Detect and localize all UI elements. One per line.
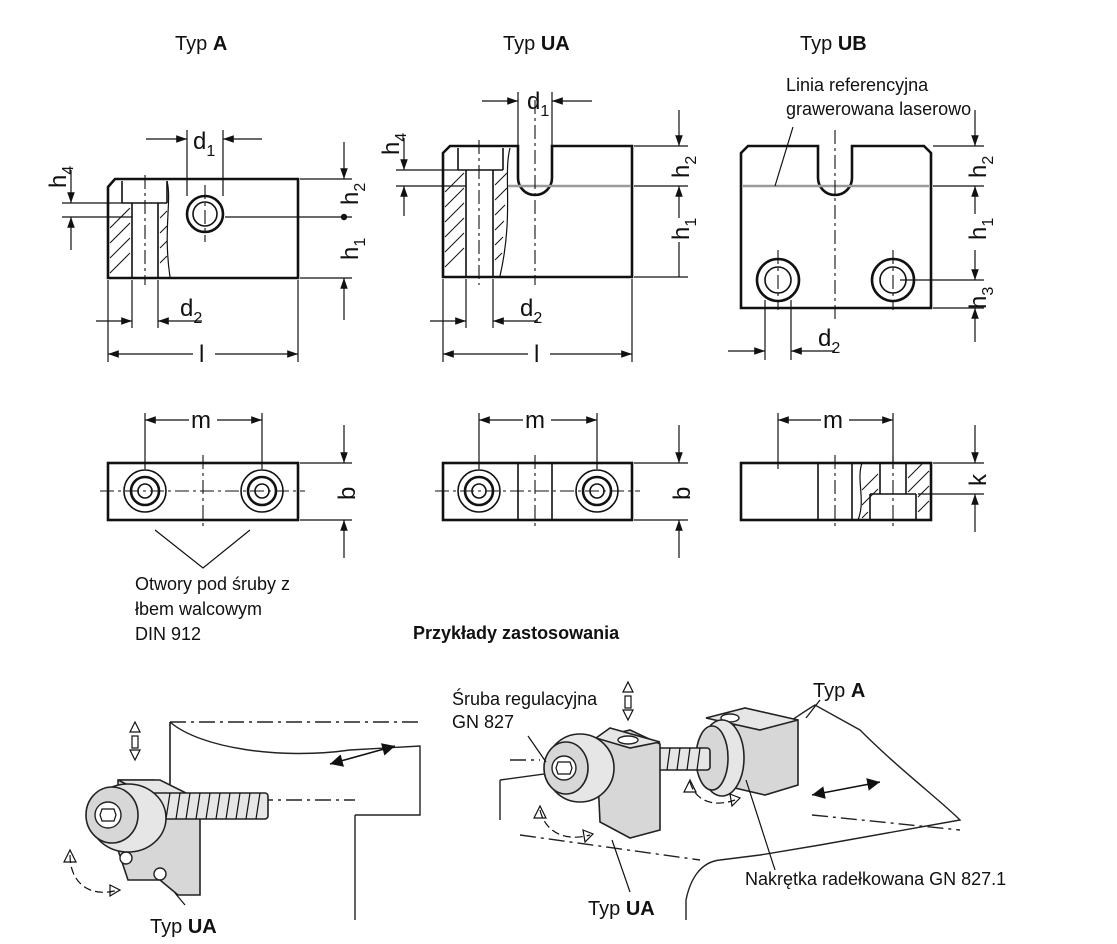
svg-text:h1: h1 xyxy=(337,238,369,260)
svg-text:m: m xyxy=(191,407,211,434)
svg-text:h4: h4 xyxy=(378,133,410,155)
type-a-top-view: m b xyxy=(100,406,361,569)
svg-text:d1: d1 xyxy=(193,128,215,160)
type-ub-dimensions: Linia referencyjna grawerowana laserowo … xyxy=(728,75,997,360)
svg-text:l: l xyxy=(199,341,204,368)
type-a-header: Typ A xyxy=(175,33,227,55)
svg-text:h2: h2 xyxy=(337,183,369,205)
type-ub-front-view xyxy=(739,130,933,320)
holes-label-2: łbem walcowym xyxy=(135,599,262,619)
screw-label-1: Śruba regulacyjna xyxy=(452,688,598,709)
svg-text:h4: h4 xyxy=(45,166,77,188)
type-ua-header: Typ UA xyxy=(503,33,570,55)
example-left-illustration xyxy=(63,720,421,920)
type-ua-dimensions: d1 h4 h2 h1 d2 l xyxy=(378,88,700,368)
type-ua-front-view xyxy=(441,100,634,285)
svg-text:h1: h1 xyxy=(668,218,700,240)
svg-text:h2: h2 xyxy=(668,156,700,178)
svg-text:b: b xyxy=(334,487,361,500)
svg-text:m: m xyxy=(525,407,545,434)
svg-text:h2: h2 xyxy=(965,156,997,178)
svg-text:h1: h1 xyxy=(965,218,997,240)
svg-text:m: m xyxy=(823,407,843,434)
svg-text:h3: h3 xyxy=(965,287,997,309)
type-a-dimensions: d1 h4 h2 h1 d2 l xyxy=(45,128,369,368)
reference-line-label: Linia referencyjna xyxy=(786,75,929,95)
svg-text:d2: d2 xyxy=(520,295,542,327)
holes-label-1: Otwory pod śruby z xyxy=(135,574,290,594)
knurled-nut-label: Nakrętka radełkowana GN 827.1 xyxy=(745,869,1006,889)
example-right-illustration xyxy=(499,680,962,920)
svg-text:l: l xyxy=(534,341,539,368)
svg-text:b: b xyxy=(669,487,696,500)
type-ub-top-view: m k xyxy=(739,406,992,532)
reference-line-label-2: grawerowana laserowo xyxy=(786,99,971,119)
example-mid-typ-ua: Typ UA xyxy=(588,898,655,920)
svg-text:d2: d2 xyxy=(818,325,840,357)
holes-label-3: DIN 912 xyxy=(135,624,201,644)
examples-title: Przykłady zastosowania xyxy=(413,623,620,643)
svg-text:k: k xyxy=(965,473,992,486)
example-right-typ-a: Typ A xyxy=(813,680,865,702)
svg-text:d1: d1 xyxy=(527,88,549,120)
type-a-front-view xyxy=(106,175,300,285)
screw-label-2: GN 827 xyxy=(452,712,514,732)
type-ub-header: Typ UB xyxy=(800,33,867,55)
type-ua-top-view: m b xyxy=(435,406,696,558)
example-left-typ-ua: Typ UA xyxy=(150,916,217,938)
svg-text:d2: d2 xyxy=(180,295,202,327)
